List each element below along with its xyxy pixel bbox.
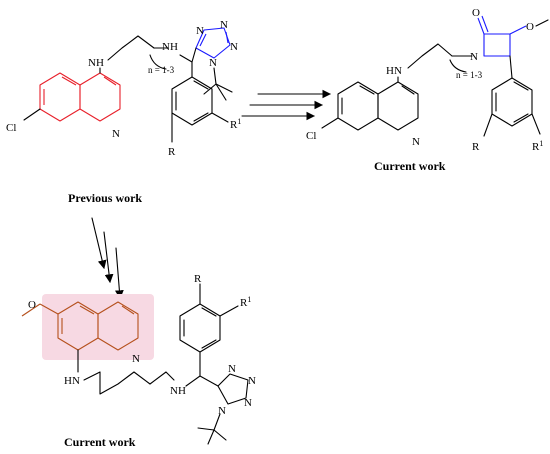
beta-lactam-ring-blue <box>477 15 527 57</box>
tetrazole-ring-blue <box>195 27 231 59</box>
tetrazole-n3: N <box>230 41 238 53</box>
chloro-label-top: Cl <box>306 130 316 142</box>
lactam-n-label: N <box>470 51 478 63</box>
chloroquinoline-ring-red <box>39 72 121 122</box>
previous-work-structure: Cl N NH n = 1-3 NH N N N N R1 <box>6 19 241 158</box>
amine-nh-label-top: HN <box>386 65 402 77</box>
caption-previous-work: Previous work <box>68 191 142 205</box>
quinoline-n-label-top: N <box>412 136 420 148</box>
amine-nh-label: NH <box>88 57 104 69</box>
quinoline-n-label-bottom: N <box>132 353 140 365</box>
amine-nh-label-2: NH <box>162 41 178 53</box>
caption-current-work-top: Current work <box>374 159 446 173</box>
amine-nh-label-bottom: NH <box>170 385 186 397</box>
current-work-top-structure: Cl N HN n = 1-3 N O O R R1 <box>306 7 549 154</box>
tetrazole-n2: N <box>220 19 228 31</box>
r1-label-bottom: R1 <box>240 295 251 310</box>
r1-label-prev: R1 <box>230 117 241 132</box>
tetrazole-b-n3: N <box>244 397 252 409</box>
aryl-ring-previous <box>171 76 213 126</box>
r-label-top: R <box>472 141 480 153</box>
quinoline-n-label: N <box>112 128 120 140</box>
tetrazole-b-n2: N <box>248 375 256 387</box>
tetrazole-n4: N <box>209 57 217 69</box>
methoxyquinoline-ring-brown <box>21 301 139 351</box>
methoxy-o-label: O <box>28 299 36 311</box>
arrows-to-current-top <box>241 89 332 121</box>
methoxy-o-label-top: O <box>526 21 534 33</box>
current-work-bottom-structure: O N HN NH R R1 N N N N <box>21 273 256 445</box>
amine-hn-label-bottom: HN <box>64 375 80 387</box>
r-label-bottom: R <box>194 273 202 285</box>
tetrazole-b-n1: N <box>228 363 236 375</box>
r1-label-top: R1 <box>532 139 543 154</box>
chloro-label: Cl <box>6 122 16 134</box>
lactam-carbonyl-o: O <box>472 7 480 19</box>
tetrazole-n1: N <box>196 25 204 37</box>
chain-length-label-top: n = 1-3 <box>456 70 483 80</box>
tetrazole-b-n4: N <box>218 405 226 417</box>
chain-length-label: n = 1-3 <box>148 65 175 75</box>
caption-current-work-bottom: Current work <box>64 435 136 449</box>
r-label-prev: R <box>168 146 176 158</box>
arrows-to-current-bottom <box>91 217 124 300</box>
